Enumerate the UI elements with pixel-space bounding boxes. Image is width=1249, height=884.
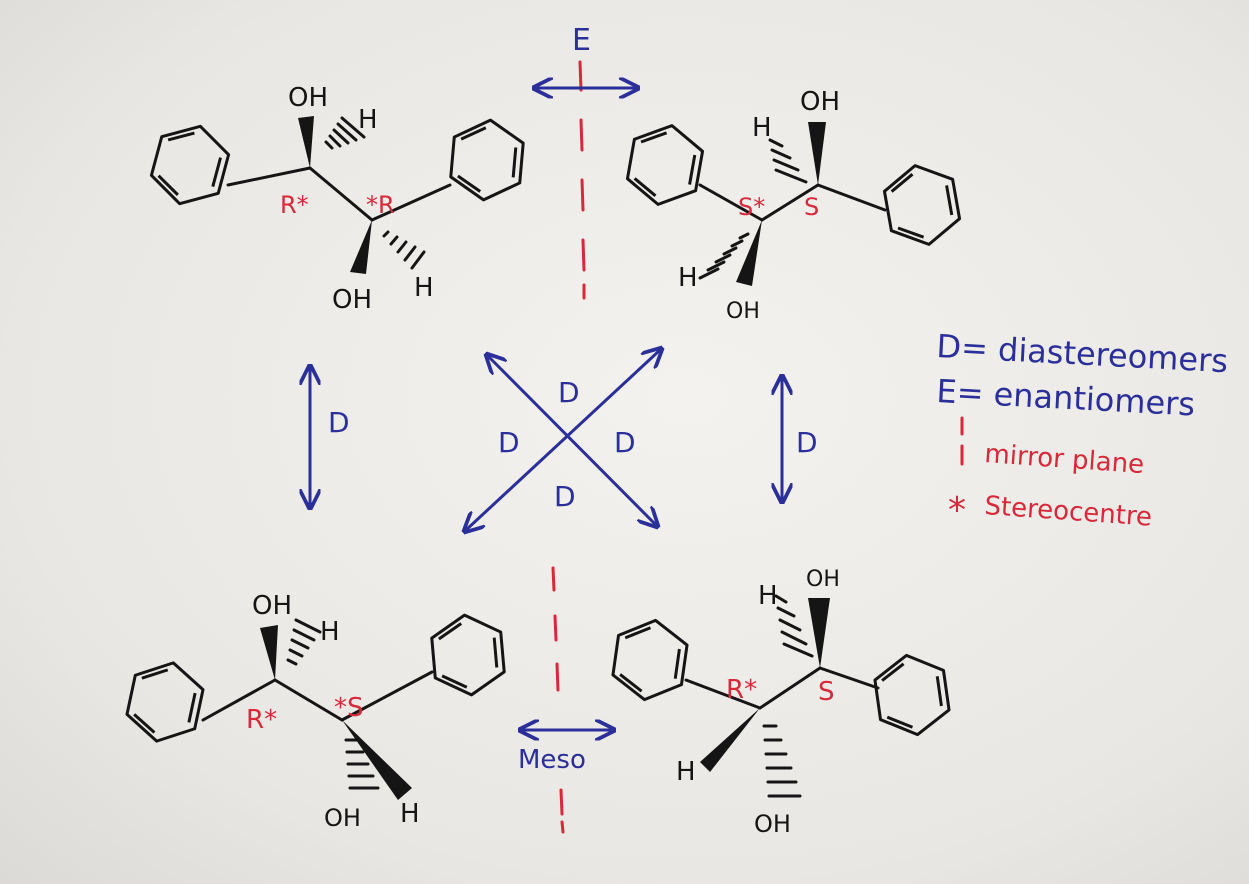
mirror-plane-bottom [551,566,565,834]
config-label: R* [246,705,277,735]
molecule-bottom-right: OH H OH H R* S [608,567,954,838]
phenyl-ring-left [622,118,708,212]
relation-label-d-cross-top: D [558,376,580,409]
config-label: S [818,677,835,707]
oh-label: OH [754,810,791,838]
relation-label-meso: Meso [518,745,586,775]
oh-label: OH [332,285,372,315]
h-label: H [752,113,772,143]
wedge-bond [342,720,412,800]
mirror-plane-top [578,60,586,300]
config-label: S* [738,193,765,221]
molecule-bottom-left: OH H OH H R* *S [121,591,508,832]
phenyl-ring-left [121,654,209,750]
oh-label: OH [324,804,361,832]
wedge-bond [298,116,314,168]
phenyl-ring-right [879,158,965,252]
oh-label: OH [800,87,840,117]
relation-label-d-right: D [796,426,818,459]
phenyl-ring-left [608,614,692,706]
diastereomer-arrow-diagonal-2 [466,350,660,530]
legend-mirror-plane: mirror plane [984,439,1146,480]
wedge-bond [808,598,830,668]
config-label: *R [366,191,395,219]
legend-diastereomers: D= diastereomers [936,327,1229,380]
h-label: H [678,263,698,293]
molecule-top-right: OH H OH H S* S [622,87,965,324]
config-label: S [804,193,819,221]
phenyl-ring-right [447,115,527,205]
legend-stereocentre: Stereocentre [984,491,1153,533]
oh-label: OH [806,567,840,592]
config-label: R* [280,191,309,219]
relation-label-d-left: D [328,406,350,439]
wedge-bond [350,220,372,274]
relation-label-d-cross-bottom: D [554,480,576,513]
phenyl-ring-right [428,610,508,700]
relation-label-e: E [572,23,591,58]
wedge-bond [808,122,826,185]
h-label: H [358,105,378,135]
phenyl-ring-left [144,115,236,215]
h-label: H [414,273,434,303]
h-label: H [676,757,696,787]
wedge-bond [736,220,762,286]
h-label: H [320,617,340,647]
oh-label: OH [288,83,328,113]
wedge-bond [700,708,760,772]
h-label: H [400,799,420,829]
legend-enantiomers: E= enantiomers [936,372,1196,423]
oh-label: OH [252,591,292,621]
h-label: H [758,581,778,611]
oh-label: OH [726,299,760,324]
phenyl-ring-right [870,649,954,741]
config-label: R* [726,675,757,705]
wedge-bond [260,625,278,680]
molecule-top-left: OH H OH H R* *R [144,83,527,315]
legend: D= diastereomers E= enantiomers mirror p… [936,327,1229,533]
legend-star-symbol: * [948,490,966,531]
config-label: *S [334,693,364,723]
relation-label-d-cross-left: D [498,426,520,459]
relation-label-d-cross-right: D [614,426,636,459]
